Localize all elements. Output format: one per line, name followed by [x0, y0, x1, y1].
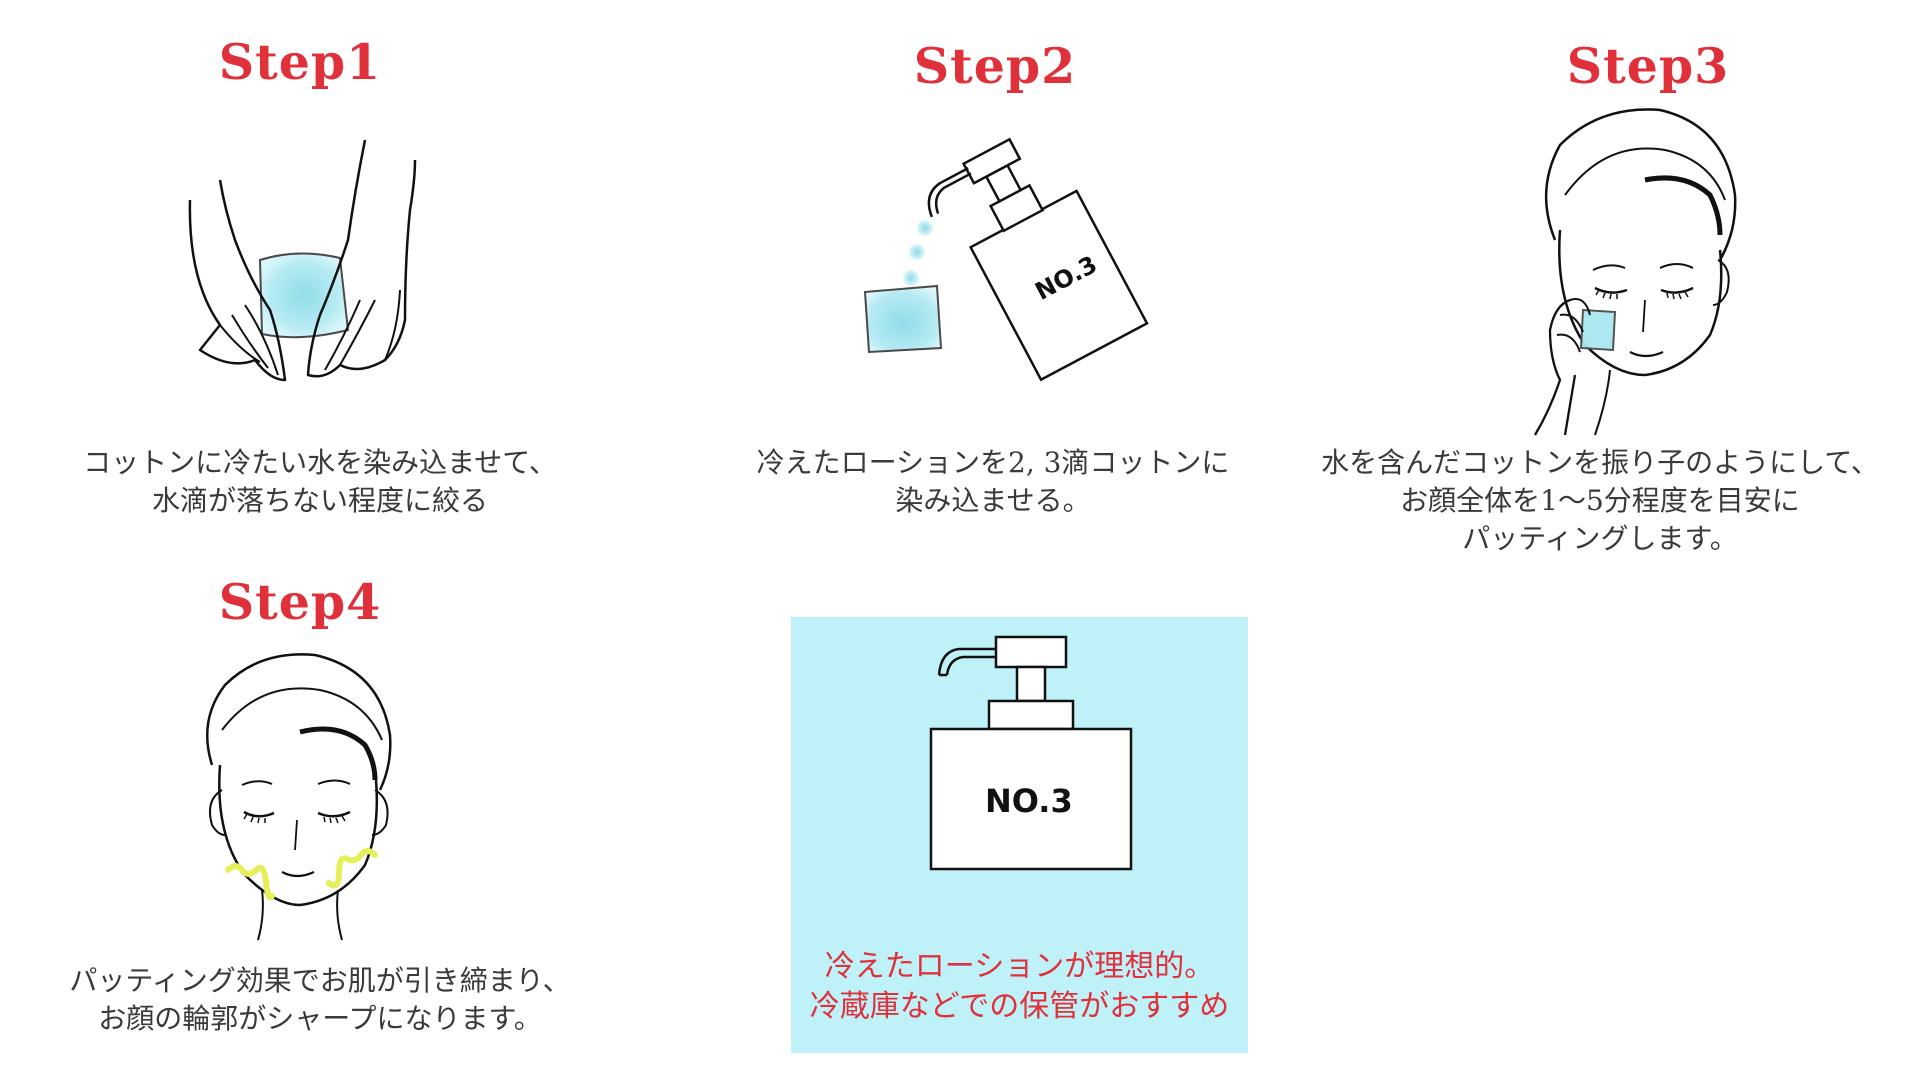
step3-description: 水を含んだコットンを振り子のようにして、 お顔全体を1～5分程度を目安に パッテ… [1280, 444, 1920, 558]
step4-line: お顔の輪郭がシャープになります。 [98, 1002, 542, 1035]
hands-squeezing-cotton-icon [160, 130, 430, 390]
step4-line: パッティング効果でお肌が引き締まり、 [69, 964, 571, 997]
step2-line: 染み込ませる。 [895, 484, 1091, 517]
step1-title: Step1 [218, 33, 382, 91]
step4-title: Step4 [218, 573, 382, 631]
note-bottle-label: NO.3 [985, 782, 1073, 820]
step1-line: コットンに冷たい水を染み込ませて、 [83, 446, 557, 479]
storage-tip-line: 冷えたローションが理想的。 [824, 949, 1215, 984]
step1-line: 水滴が落ちない程度に絞る [151, 484, 488, 517]
lotion-bottle-pouring-icon: NO.3 [855, 130, 1149, 382]
step3-line: お顔全体を1～5分程度を目安に [1400, 484, 1800, 517]
storage-tip-line: 冷蔵庫などでの保管がおすすめ [809, 989, 1230, 1024]
step3-line: 水を含んだコットンを振り子のようにして、 [1321, 446, 1879, 479]
step2-title: Step2 [913, 37, 1077, 95]
step3-title: Step3 [1566, 37, 1730, 95]
storage-tip-text: 冷えたローションが理想的。 冷蔵庫などでの保管がおすすめ [791, 947, 1248, 1027]
face-patting-cotton-icon [1515, 100, 1755, 440]
step2-line: 冷えたローションを2, 3滴コットンに [756, 446, 1230, 479]
step2-description: 冷えたローションを2, 3滴コットンに 染み込ませる。 [673, 444, 1313, 520]
step3-line: パッティングします。 [1462, 522, 1738, 555]
lotion-pump-bottle-icon: NO.3 [791, 617, 1248, 877]
step4-description: パッティング効果でお肌が引き締まり、 お顔の輪郭がシャープになります。 [0, 962, 640, 1038]
step1-description: コットンに冷たい水を染み込ませて、 水滴が落ちない程度に絞る [0, 444, 640, 520]
storage-tip-box: NO.3 冷えたローションが理想的。 冷蔵庫などでの保管がおすすめ [791, 617, 1248, 1053]
face-firming-icon [200, 650, 400, 941]
